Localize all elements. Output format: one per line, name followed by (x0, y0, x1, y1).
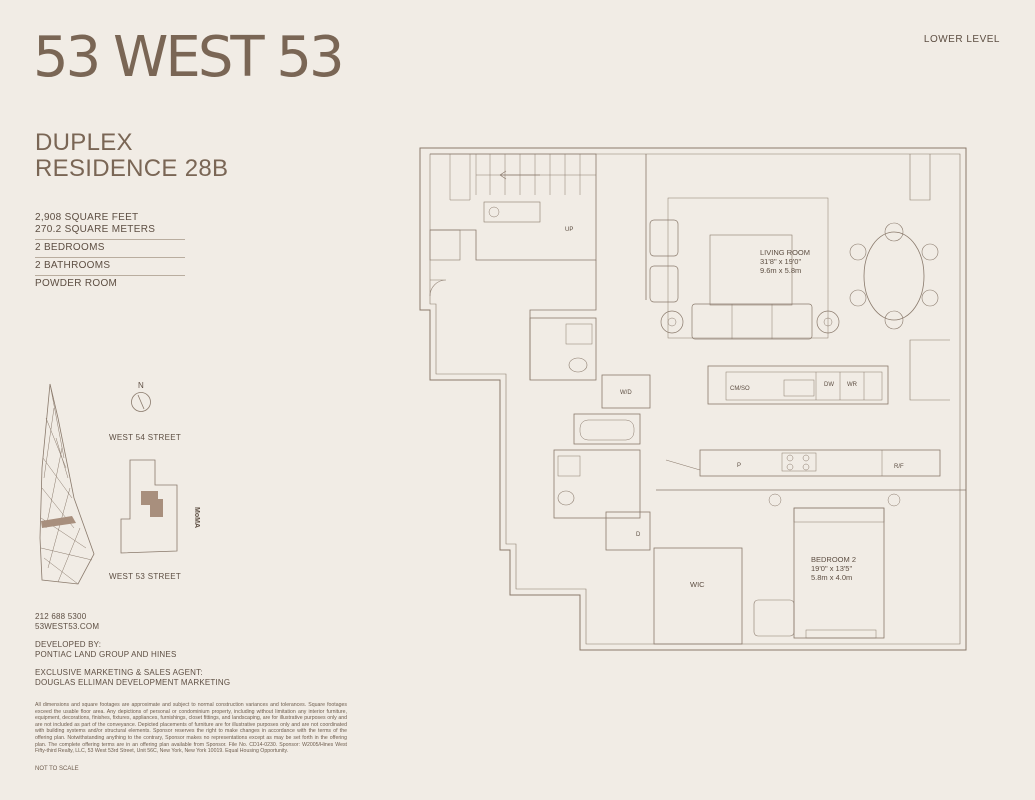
bedroom-metric: 5.8m x 4.0m (811, 573, 852, 582)
moma-label: MoMA (193, 507, 200, 528)
spec-bathrooms-text: 2 BATHROOMS (35, 260, 111, 271)
street-south: WEST 53 STREET (109, 572, 182, 581)
disclaimer: All dimensions and square footages are a… (35, 702, 347, 755)
website-link[interactable]: 53WEST53.COM (35, 622, 100, 631)
pantry-label: P (737, 463, 741, 469)
wd-label: W/D (620, 390, 632, 396)
living-room-name: LIVING ROOM (760, 248, 810, 257)
spec-powder-text: POWDER ROOM (35, 278, 118, 289)
living-room-imperial: 31'8" x 19'0" (760, 257, 801, 266)
dw-label: DW (824, 382, 834, 388)
spec-list: 2,908 SQUARE FEET 270.2 SQUARE METERS 2 … (35, 210, 185, 293)
d-label: D (636, 532, 641, 538)
unit-type: DUPLEX (35, 129, 133, 156)
rf-label: R/F (894, 464, 904, 470)
living-room-metric: 9.6m x 5.8m (760, 266, 801, 275)
developer: PONTIAC LAND GROUP AND HINES (35, 650, 177, 659)
spec-bathrooms: 2 BATHROOMS (35, 258, 185, 276)
tower-illustration (39, 383, 95, 585)
outer-wall (419, 147, 967, 651)
spec-sqm: 270.2 SQUARE METERS (35, 224, 156, 235)
site-plan: MoMA (120, 459, 200, 554)
wic-label: WIC (690, 580, 705, 589)
phone[interactable]: 212 688 5300 (35, 612, 87, 621)
bedroom-imperial: 19'0" x 13'5" (811, 564, 852, 573)
developed-label: DEVELOPED BY: (35, 640, 102, 649)
unit-highlight (41, 516, 76, 528)
wr-label: WR (847, 382, 858, 388)
spec-bedrooms-text: 2 BEDROOMS (35, 242, 105, 253)
bedroom-name: BEDROOM 2 (811, 555, 856, 564)
level-label: LOWER LEVEL (923, 34, 1000, 45)
unit-title: DUPLEX RESIDENCE 28B (35, 130, 228, 182)
spec-sqft: 2,908 SQUARE FEET (35, 212, 139, 223)
not-to-scale: NOT TO SCALE (35, 766, 79, 772)
unit-number: RESIDENCE 28B (35, 155, 229, 182)
up-label: UP (565, 227, 573, 233)
brand-logo: 53 WEST 53 (33, 25, 345, 90)
spec-powder: POWDER ROOM (35, 276, 185, 293)
compass-icon (131, 392, 151, 412)
floor-plan: LIVING ROOM 31'8" x 19'0" 9.6m x 5.8m BE… (419, 147, 967, 651)
north-label: N (138, 381, 144, 390)
spec-area: 2,908 SQUARE FEET 270.2 SQUARE METERS (35, 210, 185, 240)
agent: DOUGLAS ELLIMAN DEVELOPMENT MARKETING (35, 678, 231, 687)
street-north: WEST 54 STREET (109, 433, 182, 442)
agent-label: EXCLUSIVE MARKETING & SALES AGENT: (35, 668, 203, 677)
site-highlight (141, 491, 163, 517)
spec-bedrooms: 2 BEDROOMS (35, 240, 185, 258)
contact-block: 212 688 5300 53WEST53.COM DEVELOPED BY: … (35, 612, 230, 688)
cmso-label: CM/SO (730, 386, 750, 392)
